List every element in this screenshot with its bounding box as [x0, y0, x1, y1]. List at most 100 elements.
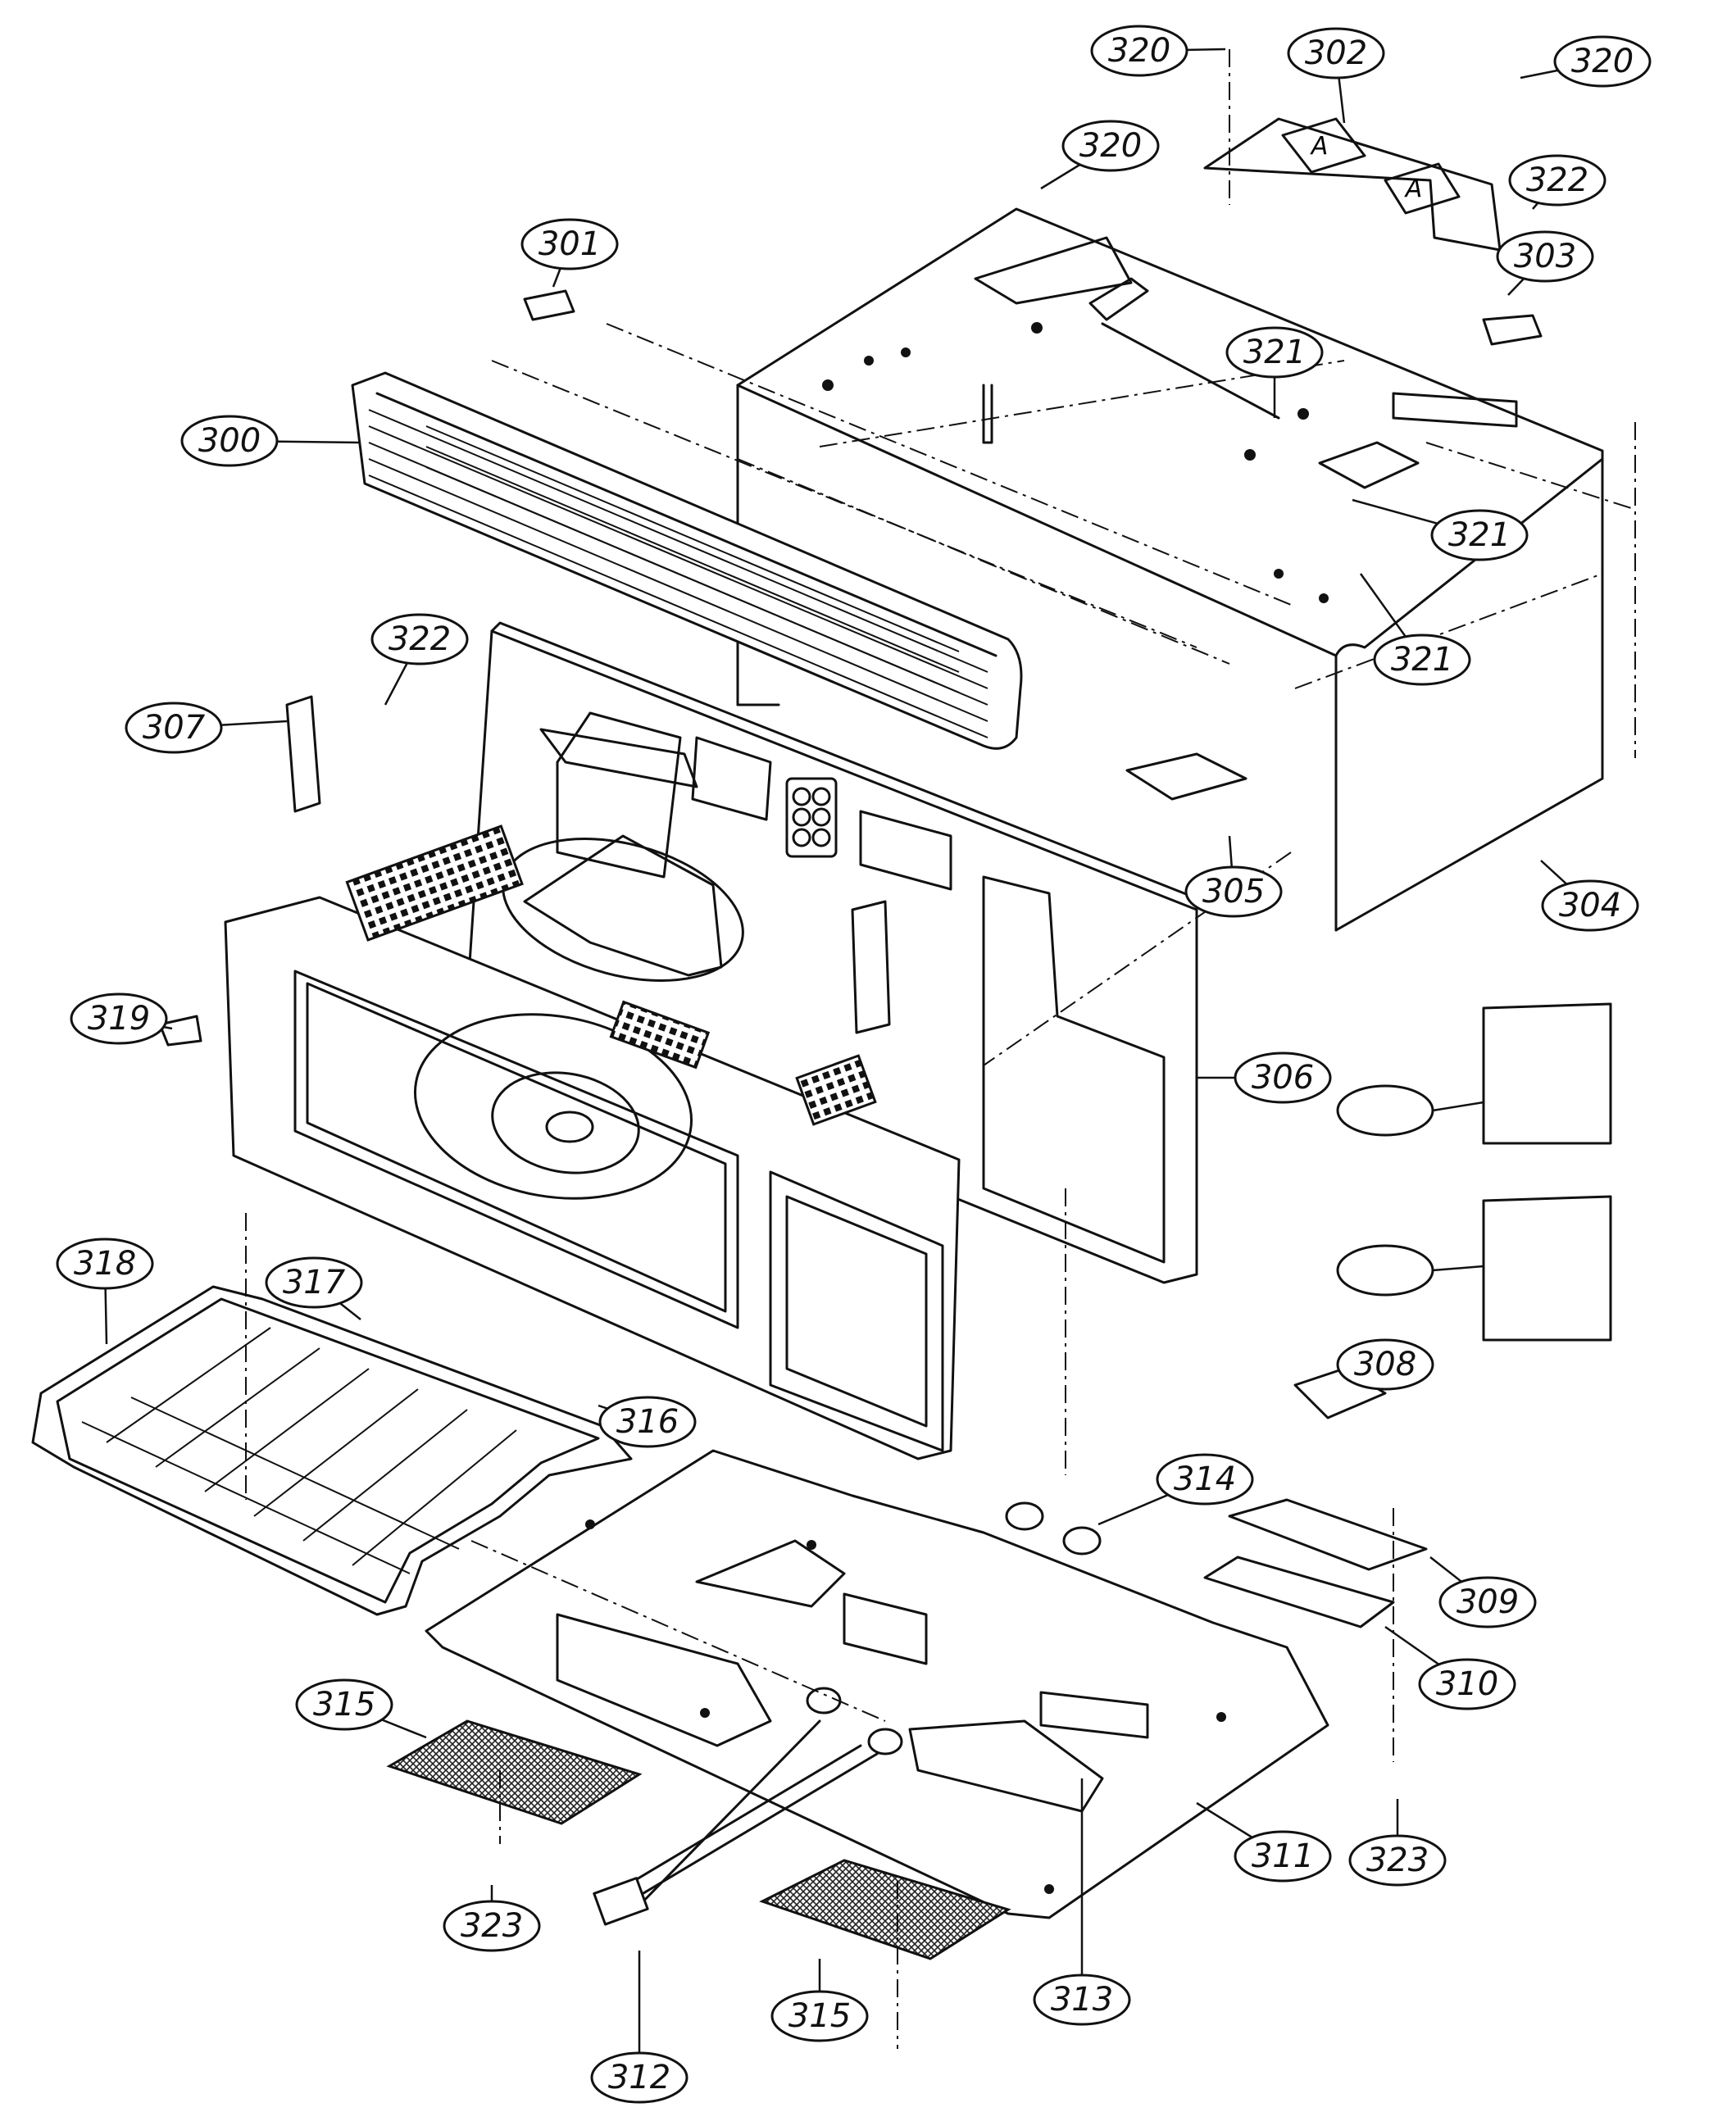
- callout-302: 302: [1287, 27, 1385, 124]
- callout-oval: [1090, 25, 1188, 77]
- callout-label: 312: [608, 2059, 670, 2096]
- callout-321: 321: [1359, 573, 1471, 686]
- callout-oval: [295, 1678, 393, 1731]
- callout-320: 320: [1520, 35, 1652, 88]
- callout-oval: [598, 1396, 697, 1448]
- callout-label: 323: [1366, 1842, 1429, 1879]
- callout-oval: [1348, 1834, 1447, 1887]
- callout-label: 320: [1079, 127, 1142, 165]
- top-plate: A A: [1203, 117, 1502, 252]
- callout-label: 303: [1514, 238, 1576, 275]
- callout-321: 321: [1352, 498, 1529, 561]
- callout-oval: [1234, 1830, 1332, 1883]
- callout-oval: [590, 2051, 688, 2104]
- callout-320: 320: [1040, 120, 1160, 190]
- oven-rack: [31, 1285, 633, 1616]
- callout-oval: [125, 702, 223, 754]
- label-stickers: [1336, 1002, 1612, 1342]
- callout-307: 307: [125, 702, 288, 754]
- callout-313: 313: [1033, 1778, 1131, 2026]
- callout-oval: [1373, 634, 1471, 686]
- callout-label: 306: [1252, 1059, 1314, 1097]
- callout-320: 320: [1090, 25, 1226, 77]
- callout-317: 317: [265, 1256, 363, 1320]
- callout-oval: [70, 992, 168, 1045]
- callout-label: 302: [1305, 34, 1367, 72]
- plate-mark-1: A: [1310, 132, 1329, 161]
- callout-oval: [520, 218, 619, 270]
- callout-315: 315: [295, 1678, 427, 1739]
- callout-oval: [1184, 865, 1283, 918]
- callout-label: 316: [616, 1403, 679, 1441]
- callout-oval: [770, 1990, 869, 2042]
- callout-label: 315: [313, 1686, 375, 1724]
- callout-oval: [443, 1900, 541, 1952]
- callout-label: 310: [1436, 1665, 1498, 1703]
- callout-label: 321: [1448, 516, 1511, 554]
- callout-label: 323: [461, 1907, 523, 1945]
- callout-label: 319: [88, 1000, 150, 1038]
- callout-309: 309: [1429, 1556, 1537, 1628]
- callout-oval: [1336, 1338, 1434, 1391]
- callout-310: 310: [1384, 1625, 1516, 1710]
- callout-301: 301: [520, 218, 619, 288]
- callout-oval: [370, 613, 469, 665]
- callout-319: 319: [70, 992, 173, 1045]
- callout-label: 317: [283, 1264, 346, 1301]
- base-plate: [425, 1449, 1329, 1919]
- callout-label: 320: [1108, 32, 1170, 70]
- callout-label: 322: [389, 620, 451, 658]
- callout-322: 322: [1508, 154, 1606, 210]
- part-callouts: 300 301 302 303 304 305 306 307 308 309 310 311 312 3…: [56, 25, 1652, 2104]
- callout-306: 306: [1197, 1051, 1332, 1104]
- callout-oval: [56, 1238, 154, 1290]
- callout-oval: [265, 1256, 363, 1309]
- callout-label: 307: [143, 709, 206, 747]
- callout-322: 322: [370, 613, 469, 706]
- callout-label: 321: [1391, 641, 1453, 679]
- callout-oval: [1418, 1658, 1516, 1710]
- callout-label: 300: [198, 422, 261, 460]
- inner-cavity: [224, 621, 1207, 1460]
- callout-314: 314: [1097, 1453, 1254, 1526]
- callout-oval: [1225, 326, 1324, 379]
- callout-oval: [1553, 35, 1652, 88]
- callout-305: 305: [1184, 835, 1283, 918]
- callout-oval: [1287, 27, 1385, 79]
- callout-label: 320: [1571, 43, 1634, 80]
- callout-label: 305: [1202, 873, 1265, 911]
- callout-label: 318: [74, 1245, 136, 1283]
- callout-304: 304: [1540, 860, 1639, 932]
- callout-308: 308: [1336, 1338, 1434, 1391]
- callout-312: 312: [590, 1951, 688, 2104]
- callout-label: 313: [1051, 1981, 1113, 2019]
- callout-oval: [1061, 120, 1160, 172]
- callout-321: 321: [1225, 326, 1324, 418]
- callout-label: 304: [1559, 887, 1621, 924]
- callout-oval: [1430, 509, 1529, 561]
- callout-303: 303: [1496, 230, 1594, 296]
- callout-316: 316: [598, 1396, 697, 1448]
- callout-label: 322: [1526, 161, 1588, 199]
- callout-oval: [1508, 154, 1606, 207]
- outer-case: [736, 207, 1604, 932]
- callout-label: 308: [1354, 1346, 1416, 1383]
- plate-mark-2: A: [1404, 175, 1423, 203]
- callout-oval: [1541, 879, 1639, 932]
- callout-label: 301: [539, 225, 601, 263]
- callout-323: 323: [443, 1885, 541, 1952]
- callout-318: 318: [56, 1238, 154, 1345]
- callout-oval: [1156, 1453, 1254, 1506]
- callout-label: 321: [1243, 334, 1306, 371]
- callout-oval: [1438, 1576, 1537, 1628]
- callout-300: 300: [180, 415, 361, 467]
- callout-oval: [1496, 230, 1594, 283]
- callout-oval: [1033, 1973, 1131, 2026]
- front-grille: [351, 371, 1023, 750]
- callout-oval: [180, 415, 279, 467]
- callout-label: 311: [1252, 1837, 1314, 1875]
- callout-label: 314: [1174, 1460, 1236, 1498]
- callout-311: 311: [1196, 1801, 1332, 1883]
- callout-323: 323: [1348, 1799, 1447, 1887]
